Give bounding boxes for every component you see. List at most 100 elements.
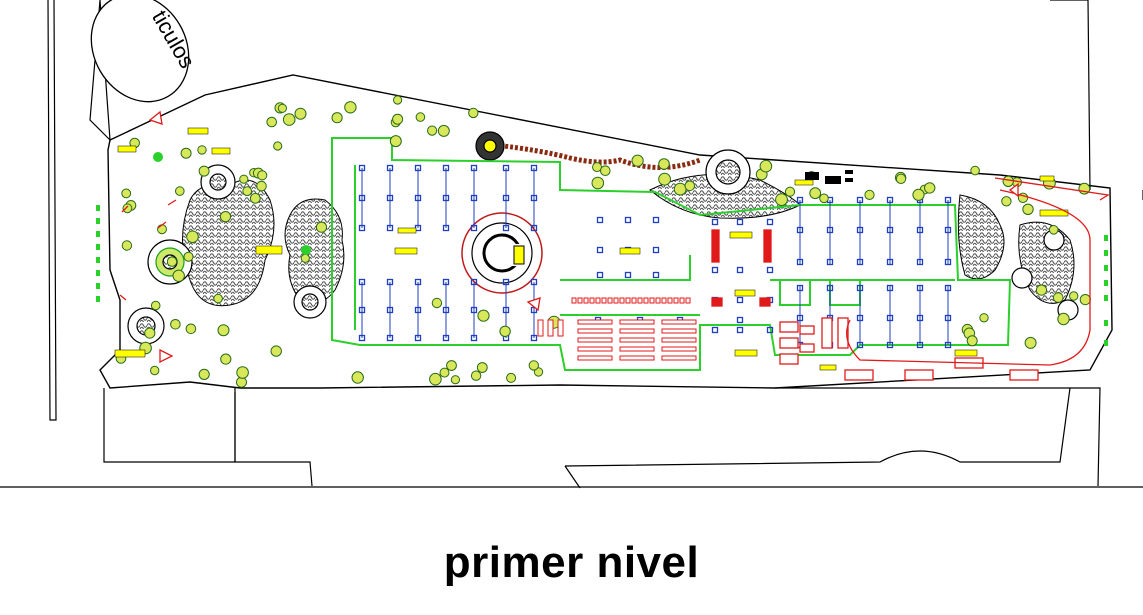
column	[796, 284, 804, 292]
column	[386, 194, 394, 202]
tree	[439, 367, 450, 378]
column	[414, 194, 422, 202]
column	[470, 334, 478, 342]
column	[886, 314, 894, 322]
tree	[257, 170, 268, 181]
seat	[589, 297, 595, 304]
column	[502, 306, 510, 314]
tree	[150, 365, 160, 376]
seat	[655, 297, 661, 304]
column	[386, 334, 394, 342]
column	[796, 314, 804, 322]
column	[442, 334, 450, 342]
column	[502, 164, 510, 172]
table-row	[577, 337, 613, 343]
tree	[970, 165, 980, 176]
tree	[213, 293, 223, 304]
column	[652, 216, 660, 224]
table-row	[661, 319, 697, 325]
column	[711, 326, 719, 334]
tree	[775, 193, 788, 207]
column	[856, 196, 864, 204]
column	[886, 284, 894, 292]
table-row	[577, 346, 613, 352]
tree	[759, 159, 773, 173]
tree	[157, 224, 167, 235]
tree	[239, 174, 249, 184]
tree	[784, 186, 796, 197]
column	[826, 284, 834, 292]
column	[414, 278, 422, 286]
tree	[220, 353, 232, 365]
column	[530, 164, 538, 172]
tree	[684, 180, 696, 192]
seat	[577, 297, 583, 304]
table-row	[577, 319, 613, 325]
column	[916, 284, 924, 292]
column	[766, 266, 774, 274]
tree	[1048, 225, 1059, 235]
tree	[431, 297, 443, 309]
tree	[912, 188, 925, 201]
column	[470, 224, 478, 232]
column	[530, 334, 538, 342]
column	[886, 196, 894, 204]
tree	[198, 165, 210, 177]
column	[386, 278, 394, 286]
column	[442, 306, 450, 314]
column	[596, 271, 604, 279]
tree	[270, 345, 282, 357]
tree	[186, 230, 199, 244]
column	[386, 164, 394, 172]
tree	[429, 372, 442, 386]
tree	[966, 335, 978, 347]
column	[856, 284, 864, 292]
column	[414, 334, 422, 342]
tree	[809, 187, 822, 200]
table-row	[661, 328, 697, 334]
tree	[658, 158, 670, 170]
column	[470, 164, 478, 172]
column	[736, 326, 744, 334]
tree	[477, 309, 490, 322]
column	[358, 224, 366, 232]
yellow-markers	[114, 127, 1069, 371]
bench	[537, 319, 544, 337]
column	[856, 226, 864, 234]
tree	[658, 172, 671, 186]
column	[358, 334, 366, 342]
column	[442, 194, 450, 202]
column	[766, 218, 774, 226]
tree	[470, 370, 482, 381]
tree	[249, 192, 261, 204]
column	[916, 314, 924, 322]
tree	[315, 221, 328, 233]
tree	[600, 165, 611, 176]
tree	[198, 368, 210, 380]
table-row	[661, 355, 697, 361]
column	[944, 284, 952, 292]
column	[442, 164, 450, 172]
seat	[613, 297, 619, 304]
table-row	[619, 346, 655, 352]
column	[442, 278, 450, 286]
tree	[631, 154, 644, 167]
tree	[266, 116, 278, 128]
column	[502, 278, 510, 286]
tree	[277, 103, 287, 113]
drawing-caption: primer nivel	[443, 538, 700, 587]
tree	[446, 360, 457, 371]
column	[358, 194, 366, 202]
tree	[236, 366, 249, 379]
column	[944, 226, 952, 234]
table-row	[619, 328, 655, 334]
column	[596, 216, 604, 224]
oval-feature	[90, 0, 190, 103]
tree	[389, 135, 402, 148]
bench	[547, 319, 554, 337]
column	[796, 258, 804, 266]
bench	[557, 319, 564, 337]
trees	[115, 95, 1091, 388]
column	[944, 196, 952, 204]
tree	[197, 145, 207, 155]
